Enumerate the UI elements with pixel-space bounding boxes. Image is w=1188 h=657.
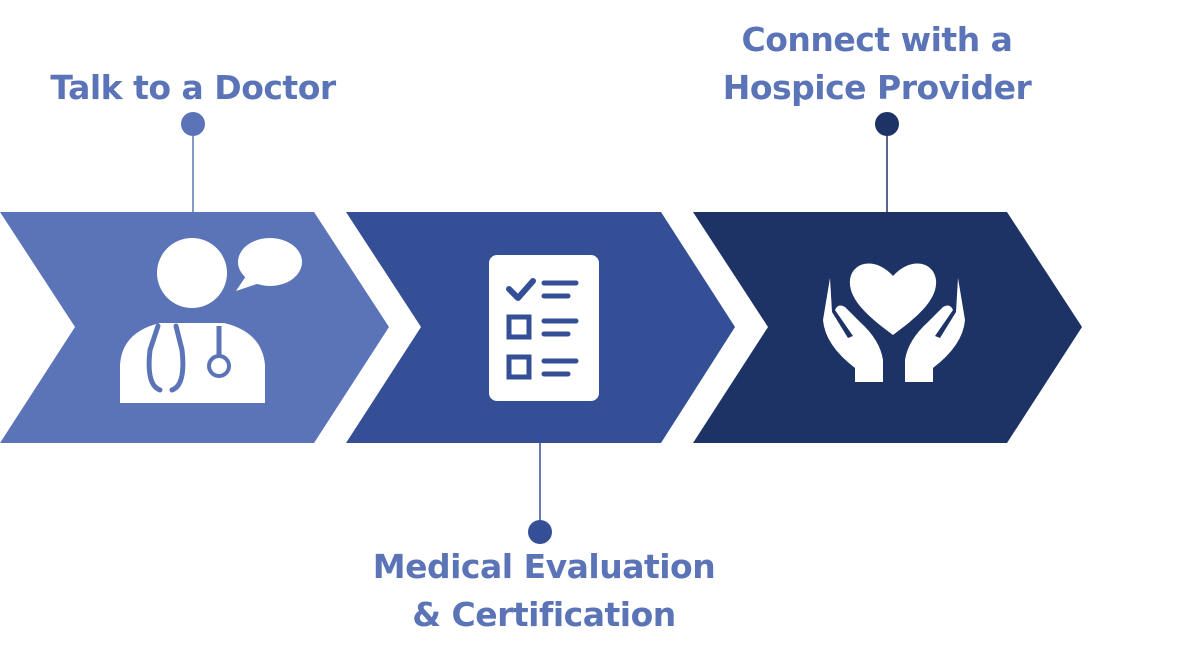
connector-dot-2 xyxy=(528,520,552,544)
step-1-label: Talk to a Doctor xyxy=(0,64,386,112)
step-3-label: Connect with a Hospice Provider xyxy=(677,16,1077,112)
checklist-icon xyxy=(489,255,599,401)
step-2-label-line-2: & Certification xyxy=(412,595,676,634)
step-3-label-line-2: Hospice Provider xyxy=(722,68,1032,107)
heart-in-hands-icon xyxy=(823,263,965,382)
step-2-label-line-1: Medical Evaluation xyxy=(372,547,716,586)
doctor-icon xyxy=(120,238,302,403)
connector-dot-3 xyxy=(875,112,899,136)
step-1-label-line: Talk to a Doctor xyxy=(50,68,336,107)
step-3-label-line-1: Connect with a xyxy=(741,20,1013,59)
connector-dot-1 xyxy=(181,112,205,136)
step-2-label: Medical Evaluation & Certification xyxy=(344,543,744,639)
